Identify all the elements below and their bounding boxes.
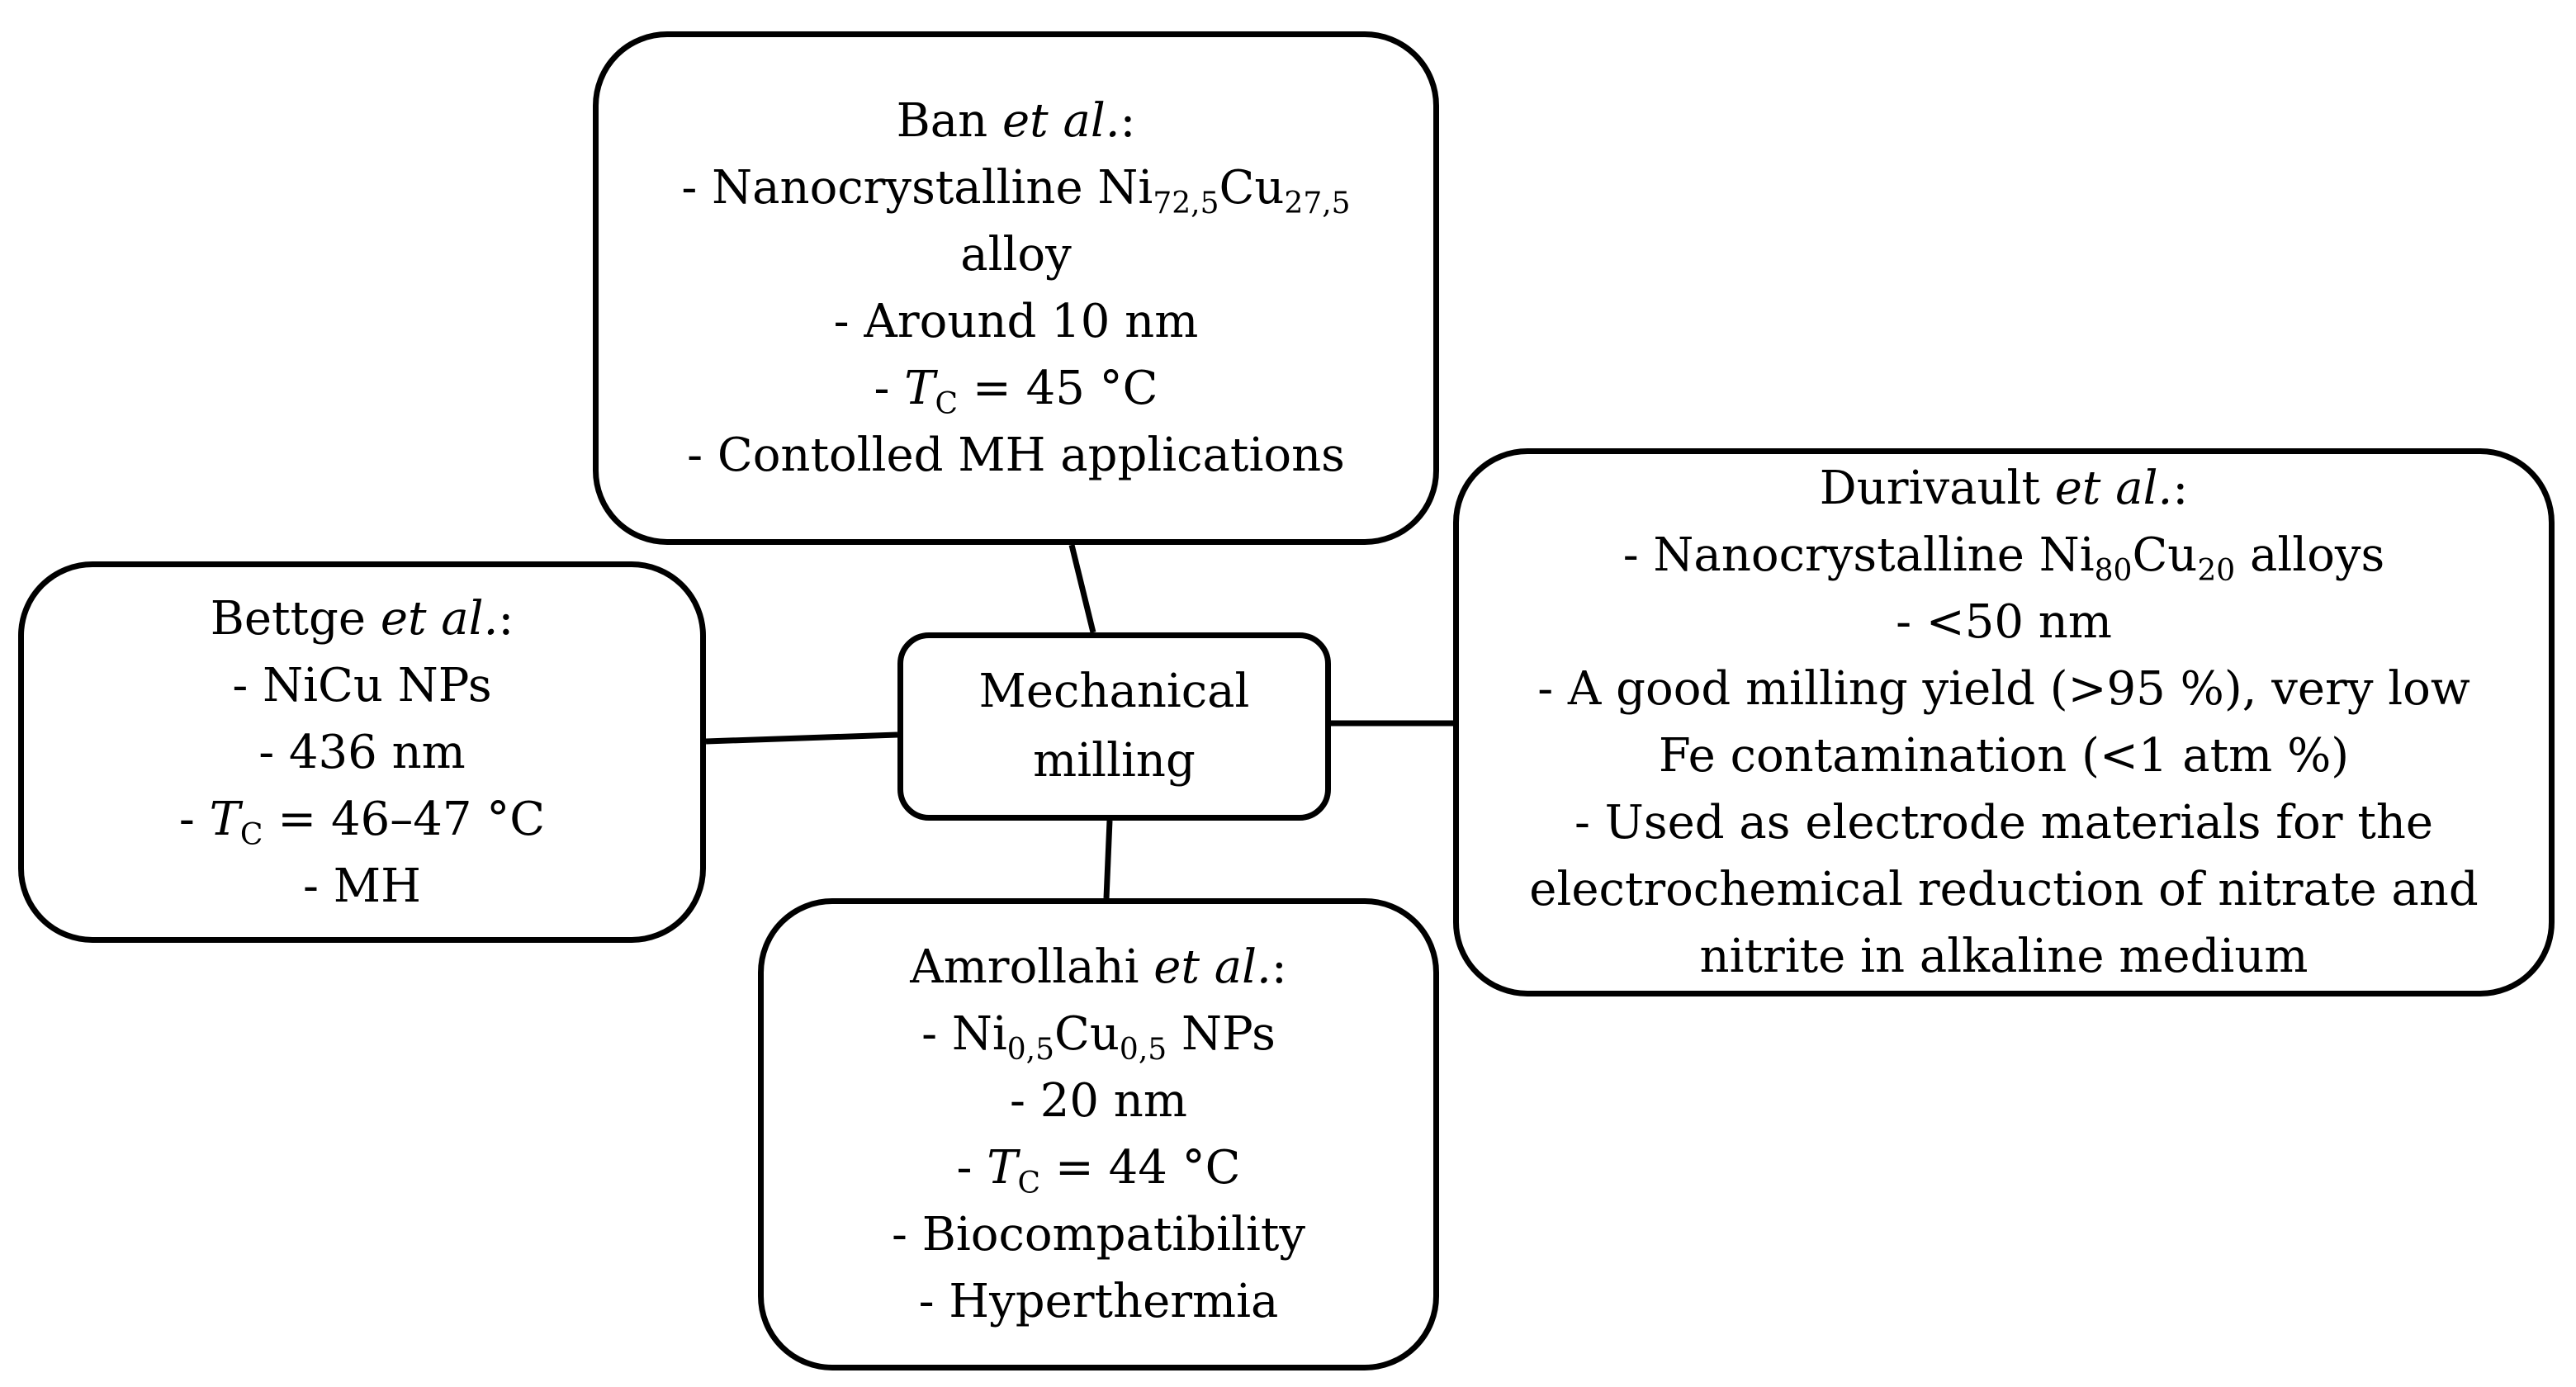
amrollahi-et-al-box: Amrollahi et al.: - Ni0,5Cu0,5 NPs - 20 … bbox=[758, 898, 1439, 1370]
mechanical-milling-node: Mechanical milling bbox=[897, 632, 1331, 821]
bettge-item-composition: - NiCu NPs bbox=[232, 658, 492, 712]
amrollahi-tc-value: = 44 °C bbox=[1040, 1141, 1241, 1195]
ban-item1-mid: Cu bbox=[1219, 161, 1285, 215]
durivault-colon: : bbox=[2172, 462, 2189, 515]
center-label-line1: Mechanical bbox=[978, 665, 1250, 718]
durivault-item1-prefix: - Nanocrystalline Ni bbox=[1622, 528, 2095, 582]
connector-center-to-bettge bbox=[705, 731, 898, 745]
ban-item-size: - Around 10 nm bbox=[833, 295, 1199, 348]
connector-center-to-ban bbox=[1068, 544, 1096, 633]
bettge-tc-value: = 46–47 °C bbox=[263, 792, 546, 846]
bettge-tc-sub: C bbox=[239, 817, 263, 852]
durivault-item-yield-1: - A good milling yield (>95 %), very low bbox=[1537, 662, 2470, 716]
amrollahi-item-biocompat: - Biocompatibility bbox=[891, 1208, 1306, 1262]
amrollahi-heading: Amrollahi et al.: bbox=[910, 934, 1286, 1001]
bettge-item-tc: - TC = 46–47 °C bbox=[179, 786, 545, 853]
durivault-item1-suffix: alloys bbox=[2235, 528, 2385, 582]
amrollahi-item1-sub1: 0,5 bbox=[1006, 1033, 1054, 1067]
durivault-et-al-box: Durivault et al.: - Nanocrystalline Ni80… bbox=[1453, 448, 2555, 996]
ban-item1-sub1: 72,5 bbox=[1153, 187, 1219, 220]
ban-tc-prefix: - bbox=[874, 362, 905, 415]
durivault-item1-sub2: 20 bbox=[2197, 554, 2236, 588]
ban-colon: : bbox=[1120, 94, 1136, 148]
bettge-item-application: - MH bbox=[303, 859, 421, 913]
amrollahi-item1-mid: Cu bbox=[1054, 1007, 1120, 1061]
durivault-heading: Durivault et al.: bbox=[1820, 455, 2188, 522]
ban-tc-sub: C bbox=[935, 387, 959, 421]
bettge-tc-symbol: T bbox=[209, 792, 240, 846]
ban-et-al-box: Ban et al.: - Nanocrystalline Ni72,5Cu27… bbox=[593, 31, 1439, 545]
amrollahi-item1-prefix: - Ni bbox=[921, 1007, 1007, 1061]
connector-center-to-amrollahi bbox=[1103, 820, 1113, 899]
ban-tc-value: = 45 °C bbox=[958, 362, 1158, 415]
durivault-item1-sub1: 80 bbox=[2094, 554, 2133, 588]
ban-etal: et al. bbox=[1002, 94, 1120, 148]
durivault-item-yield-2: Fe contamination (<1 atm %) bbox=[1658, 729, 2350, 783]
ban-item1-prefix: - Nanocrystalline Ni bbox=[681, 161, 1153, 215]
ban-item-tc: - TC = 45 °C bbox=[874, 355, 1158, 422]
amrollahi-author: Amrollahi bbox=[910, 940, 1139, 994]
durivault-author: Durivault bbox=[1819, 462, 2040, 515]
amrollahi-tc-symbol: T bbox=[987, 1141, 1018, 1195]
durivault-item-use-2: electrochemical reduction of nitrate and bbox=[1529, 863, 2479, 916]
amrollahi-tc-sub: C bbox=[1017, 1167, 1041, 1200]
amrollahi-item-tc: - TC = 44 °C bbox=[956, 1134, 1240, 1201]
ban-author: Ban bbox=[896, 94, 988, 148]
bettge-et-al-box: Bettge et al.: - NiCu NPs - 436 nm - TC … bbox=[18, 561, 706, 943]
amrollahi-item-composition: - Ni0,5Cu0,5 NPs bbox=[921, 1001, 1276, 1067]
bettge-item-size: - 436 nm bbox=[258, 725, 466, 779]
bettge-colon: : bbox=[498, 591, 514, 646]
durivault-item-composition: - Nanocrystalline Ni80Cu20 alloys bbox=[1623, 522, 2385, 589]
amrollahi-item-hyperthermia: - Hyperthermia bbox=[918, 1275, 1279, 1328]
bettge-author: Bettge bbox=[210, 591, 367, 646]
durivault-item-size: - <50 nm bbox=[1896, 595, 2112, 649]
bettge-heading: Bettge et al.: bbox=[211, 585, 514, 652]
durivault-item-use-3: nitrite in alkaline medium bbox=[1699, 930, 2308, 983]
durivault-etal: et al. bbox=[2054, 462, 2173, 515]
center-label-line2: milling bbox=[1033, 734, 1196, 788]
ban-tc-symbol: T bbox=[904, 362, 935, 415]
bettge-etal: et al. bbox=[380, 591, 499, 646]
ban-item-application: - Contolled MH applications bbox=[687, 428, 1345, 482]
amrollahi-tc-prefix: - bbox=[956, 1141, 987, 1195]
amrollahi-item1-sub2: 0,5 bbox=[1119, 1033, 1167, 1067]
amrollahi-colon: : bbox=[1271, 940, 1287, 994]
durivault-item-use-1: - Used as electrode materials for the bbox=[1574, 796, 2434, 850]
bettge-tc-prefix: - bbox=[178, 792, 210, 846]
durivault-item1-mid: Cu bbox=[2132, 528, 2198, 582]
ban-item1-sub2: 27,5 bbox=[1284, 187, 1351, 220]
ban-item-composition-cont: alloy bbox=[960, 228, 1072, 282]
ban-item-composition: - Nanocrystalline Ni72,5Cu27,5 bbox=[681, 154, 1350, 221]
amrollahi-item1-suffix: NPs bbox=[1167, 1007, 1276, 1061]
amrollahi-etal: et al. bbox=[1153, 940, 1271, 994]
amrollahi-item-size: - 20 nm bbox=[1010, 1074, 1187, 1128]
ban-heading: Ban et al.: bbox=[897, 88, 1136, 154]
